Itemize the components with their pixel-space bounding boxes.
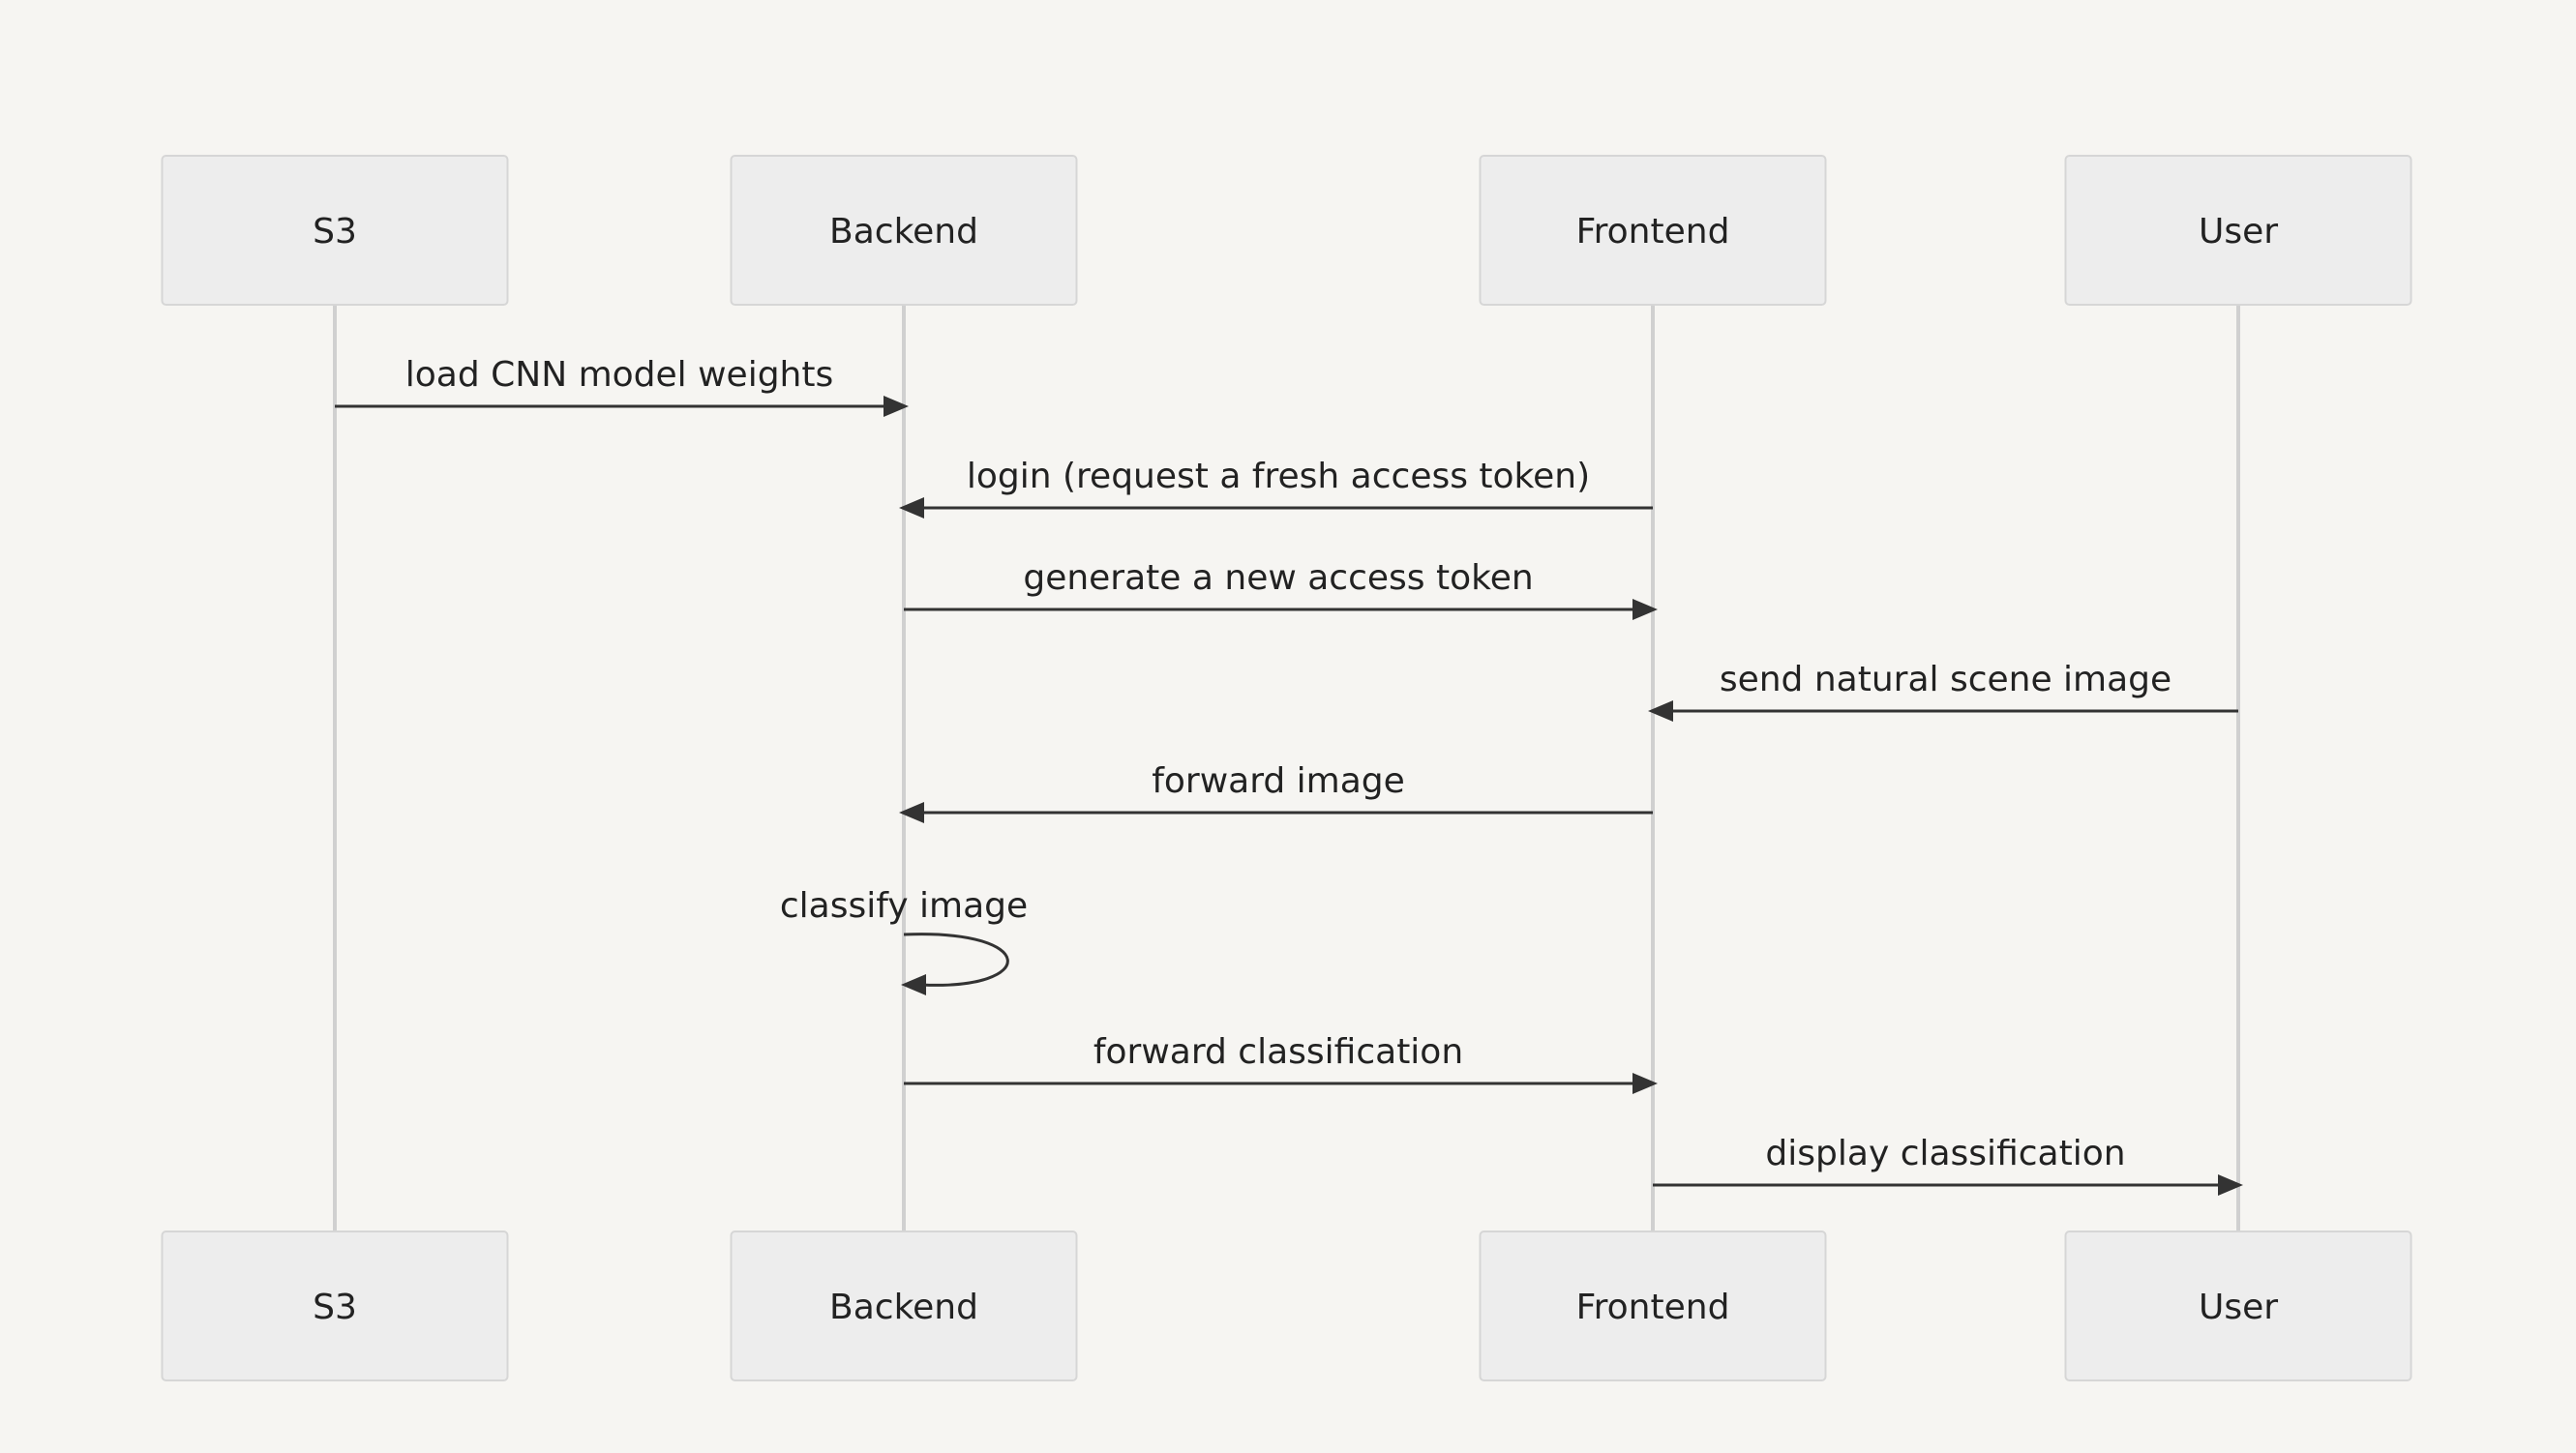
arrow-head <box>1648 700 1673 722</box>
message-8: display classification <box>1653 1134 2243 1196</box>
message-label: forward image <box>1152 761 1405 801</box>
actor-backend-top: Backend <box>730 155 1078 306</box>
message-5: forward image <box>899 761 1653 823</box>
actor-box <box>1479 1231 1827 1381</box>
message-label: login (request a fresh access token) <box>967 457 1590 496</box>
message-2: login (request a fresh access token) <box>899 457 1653 519</box>
arrow-head <box>884 396 909 417</box>
actor-s3-top: S3 <box>161 155 509 306</box>
actor-box <box>161 155 509 306</box>
actor-frontend-top: Frontend <box>1479 155 1827 306</box>
actor-label: Frontend <box>1576 212 1730 252</box>
actor-label: User <box>2199 1288 2278 1327</box>
message-label: generate a new access token <box>1023 558 1533 598</box>
actor-user-top: User <box>2064 155 2412 306</box>
actor-box <box>2064 155 2412 306</box>
arrow-head <box>1632 1073 1658 1094</box>
actor-s3-bottom: S3 <box>161 1231 509 1381</box>
actor-box <box>161 1231 509 1381</box>
actor-label: S3 <box>313 212 357 252</box>
actor-box <box>730 155 1078 306</box>
arrow-head <box>901 974 926 995</box>
actor-box <box>1479 155 1827 306</box>
actor-user-bottom: User <box>2064 1231 2412 1381</box>
message-label: load CNN model weights <box>405 355 834 395</box>
message-6: classify image <box>780 886 1028 995</box>
actor-box <box>2064 1231 2412 1381</box>
actor-label: Backend <box>829 1288 978 1327</box>
arrow-head <box>1632 599 1658 620</box>
actor-frontend-bottom: Frontend <box>1479 1231 1827 1381</box>
actor-backend-bottom: Backend <box>730 1231 1078 1381</box>
actors: S3S3BackendBackendFrontendFrontendUserUs… <box>161 155 2412 1381</box>
actor-label: Frontend <box>1576 1288 1730 1327</box>
message-7: forward classification <box>904 1032 1658 1094</box>
message-label: classify image <box>780 886 1028 926</box>
actor-label: Backend <box>829 212 978 252</box>
arrow-head <box>2218 1174 2243 1196</box>
message-4: send natural scene image <box>1648 660 2238 722</box>
message-label: display classification <box>1765 1134 2125 1173</box>
message-1: load CNN model weights <box>335 355 909 417</box>
message-label: forward classification <box>1093 1032 1463 1072</box>
arrow-head <box>899 802 924 823</box>
lifelines <box>333 305 2240 1231</box>
message-label: send natural scene image <box>1720 660 2172 699</box>
message-loop <box>903 933 1009 987</box>
actor-box <box>730 1231 1078 1381</box>
messages: load CNN model weights login (request a f… <box>335 355 2243 1196</box>
actor-label: User <box>2199 212 2278 252</box>
message-3: generate a new access token <box>904 558 1658 620</box>
arrow-head <box>899 497 924 519</box>
actor-label: S3 <box>313 1288 357 1327</box>
